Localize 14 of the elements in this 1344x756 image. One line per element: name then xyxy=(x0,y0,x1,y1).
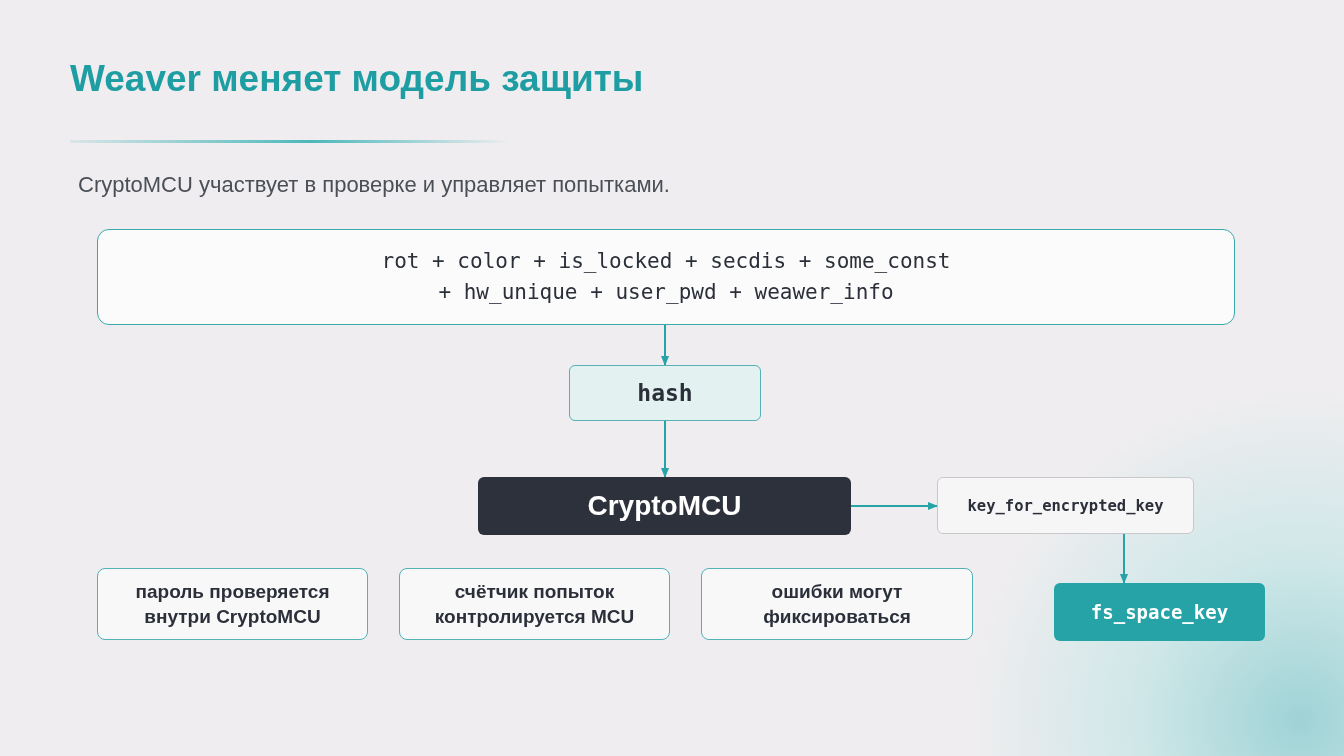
processor-box: CryptoMCU xyxy=(478,477,851,535)
arrow xyxy=(661,420,669,478)
note-box: ошибки могут фиксироваться xyxy=(701,568,973,640)
process-box: hash xyxy=(569,365,761,421)
note-box: счётчик попыток контролируется MCU xyxy=(399,568,670,640)
slide-title: Weaver меняет модель защиты xyxy=(70,58,644,100)
subtitle: CryptoMCU участвует в проверке и управляет попытками. xyxy=(78,172,670,198)
note-box: пароль проверяется внутри CryptoMCU xyxy=(97,568,368,640)
result-box: fs_space_key xyxy=(1054,583,1265,641)
key-box: key_for_encrypted_key xyxy=(937,477,1194,534)
arrow xyxy=(661,324,669,366)
formula-box: rot + color + is_locked + secdis + some_const + hw_unique + user_pwd + weawer_info xyxy=(97,229,1235,325)
arrow xyxy=(1120,533,1128,584)
arrow xyxy=(850,502,938,510)
